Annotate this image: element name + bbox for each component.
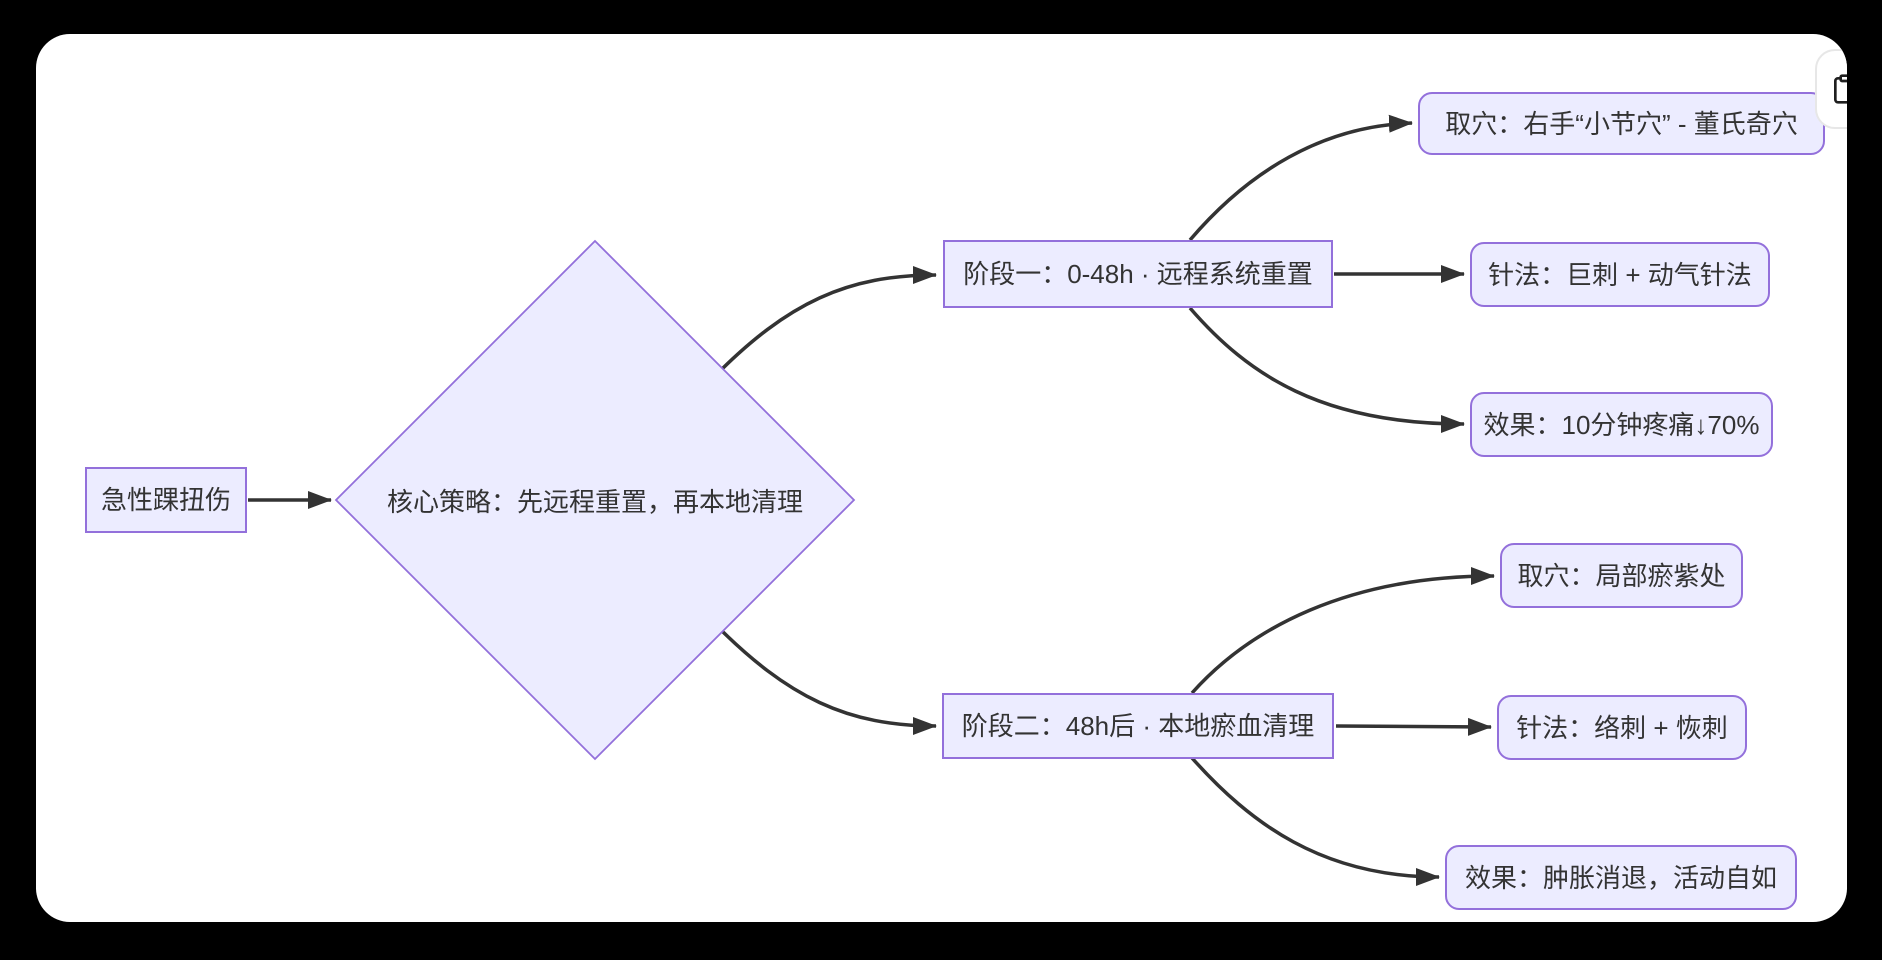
node-stage1-needling: 针法：巨刺 + 动气针法 — [1470, 242, 1770, 307]
node-stage1-effect: 效果：10分钟疼痛↓70% — [1470, 392, 1773, 457]
node-decision-label: 核心策略：先远程重置，再本地清理 — [386, 486, 803, 517]
edge-stage1-effect — [1188, 306, 1465, 433]
node-stage2-needling: 针法：络刺 + 恢刺 — [1497, 695, 1747, 760]
node-stage1-acupoint: 取穴：右手“小节穴” - 董氏奇穴 — [1418, 92, 1825, 155]
node-stage2-acupoint: 取穴：局部瘀紫处 — [1500, 543, 1743, 608]
edge-decision-stage1 — [712, 266, 937, 379]
edge-stage1-acupoint — [1188, 114, 1413, 242]
node-start: 急性踝扭伤 — [85, 467, 247, 533]
edge-stage2-effect — [1190, 756, 1440, 886]
node-stage2-effect: 效果：肿胀消退，活动自如 — [1445, 845, 1797, 910]
clipboard-icon — [1830, 72, 1847, 106]
diagram-card: 急性踝扭伤 核心策略：先远程重置，再本地清理 阶段一：0-48h · 远程系统重… — [36, 34, 1847, 922]
edge-decision-stage2 — [712, 621, 937, 735]
edge-stage2-acupoint — [1190, 567, 1495, 695]
copy-button[interactable] — [1815, 49, 1847, 129]
node-stage2: 阶段二：48h后 · 本地瘀血清理 — [942, 693, 1334, 759]
node-stage1: 阶段一：0-48h · 远程系统重置 — [943, 240, 1333, 308]
flowchart-edges — [248, 114, 1495, 886]
flowchart-canvas: 急性踝扭伤 核心策略：先远程重置，再本地清理 阶段一：0-48h · 远程系统重… — [36, 34, 1847, 922]
edge-stage2-needling — [1335, 717, 1492, 736]
decision-diamond — [334, 239, 856, 761]
